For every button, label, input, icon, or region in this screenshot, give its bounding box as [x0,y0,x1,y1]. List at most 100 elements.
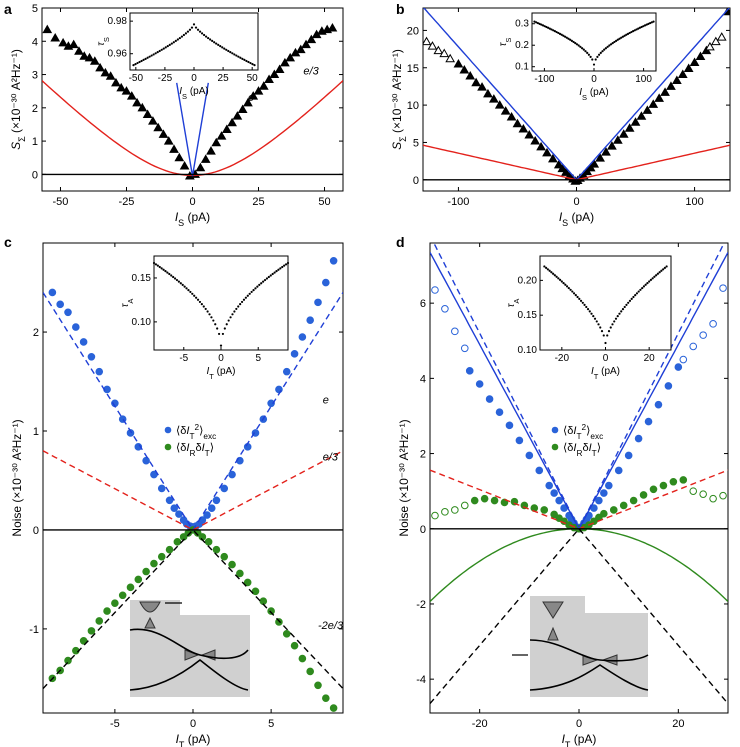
inset-point-d-17 [572,292,576,295]
data-point-c-0-16 [170,504,179,512]
data-point-d-1-5 [689,342,698,351]
x-tick-label-c-2: 5 [268,718,274,730]
data-point-d-0-27 [634,434,643,443]
inset-point-d-46 [623,305,626,309]
inset-point-d-19 [576,295,579,299]
inset-point-d-58 [644,283,647,286]
data-point-a-0-49 [306,34,317,44]
data-point-a-0-47 [295,44,306,54]
inset-point-c-36 [221,332,225,336]
inset-point-b-39 [599,51,602,54]
inset-point-b-1 [535,21,538,24]
data-point-d-0-28 [644,417,653,426]
inset-point-d-24 [585,305,588,309]
inset-point-b-41 [603,48,606,51]
inset-point-a-49 [231,52,234,55]
inset-point-a-40 [213,41,216,44]
inset-point-b-40 [601,50,604,53]
inset-x-label-d: IT (pA) [591,366,620,381]
inset-point-d-2 [546,268,549,271]
data-point-c-1-2 [64,656,72,665]
annotation-c-0: e [323,394,329,406]
inset-point-a-48 [229,51,232,54]
data-point-d-0-30 [664,382,673,390]
inset-point-b-54 [625,33,628,36]
inset-point-a-43 [219,45,222,48]
inset-point-a-4 [140,59,143,63]
inset-point-d-3 [548,269,551,272]
data-point-d-1-1 [441,305,449,313]
inset-point-b-65 [643,24,647,27]
data-point-c-1-23 [212,545,221,554]
inset-point-c-63 [273,271,276,274]
inset-point-d-68 [662,268,665,271]
data-point-d-3-3 [460,501,469,510]
data-point-c-0-12 [142,456,150,465]
data-point-a-0-25 [179,161,190,170]
inset-point-c-32 [214,323,217,326]
data-point-b-0-46 [695,51,706,61]
data-point-b-0-32 [612,135,623,144]
data-point-c-0-42 [329,257,338,265]
data-point-d-1-4 [679,355,688,364]
data-point-c-0-6 [95,367,104,376]
inset-point-b-9 [548,27,551,30]
data-point-a-0-30 [206,146,216,155]
x-tick-label-a-2: 0 [189,196,195,208]
data-point-a-0-37 [243,97,253,107]
inset-point-a-35 [202,33,206,37]
inset-point-b-4 [540,23,543,26]
data-point-b-0-6 [488,94,499,103]
inset-point-a-9 [150,54,153,57]
data-point-c-1-11 [134,575,143,584]
data-point-d-0-8 [545,481,554,490]
data-point-a-0-18 [142,109,153,118]
data-point-c-0-36 [282,367,291,376]
data-point-d-2-0 [470,496,479,505]
inset-point-d-62 [651,277,654,280]
data-point-a-0-6 [79,51,90,60]
inset-point-b-63 [640,25,643,29]
inset-point-d-7 [555,275,558,278]
x-tick-label-c-0: -5 [110,718,120,730]
inset-point-d-41 [614,317,618,320]
inset-point-d-37 [607,330,611,333]
data-point-c-1-34 [298,654,307,663]
data-point-d-1-0 [431,286,439,294]
y-tick-label-d-3: 2 [420,449,426,461]
inset-point-b-27 [579,45,582,48]
data-point-c-0-28 [220,484,229,493]
inset-point-d-60 [648,280,651,283]
data-point-a-0-32 [216,131,227,140]
data-point-b-0-9 [506,112,517,121]
inset-point-c-59 [265,277,269,280]
inset-x-label-a: IS (pA) [179,86,208,101]
inset-x-tick-label-b-2: 100 [635,74,652,85]
data-point-d-3-0 [431,511,439,520]
data-point-c-1-24 [220,552,229,561]
data-point-c-1-16 [173,538,182,546]
inset-y-tick-label-a-0: 0.96 [108,49,128,60]
data-point-c-1-38 [329,704,338,712]
inset-point-c-29 [208,313,211,316]
inset-point-c-38 [225,323,228,326]
inset-point-d-53 [635,292,639,295]
inset-y-tick-label-b-1: 0.2 [515,40,529,51]
inset-point-b-47 [613,40,616,44]
inset-point-b-13 [555,30,558,34]
inset-point-b-62 [638,26,642,29]
inset-point-d-66 [658,271,661,274]
inset-point-b-10 [550,28,553,31]
inset-x-tick-label-d-2: 20 [644,353,656,364]
marks-c: ee/3-2e/3 [43,257,343,712]
inset-point-b-21 [569,38,572,41]
inset-point-b-7 [545,25,548,29]
inset-point-b-19 [565,36,568,39]
data-point-c-1-14 [157,552,166,561]
inset-point-c-44 [237,305,240,308]
inset-point-c-46 [240,300,244,304]
data-point-b-1-4 [445,53,456,63]
